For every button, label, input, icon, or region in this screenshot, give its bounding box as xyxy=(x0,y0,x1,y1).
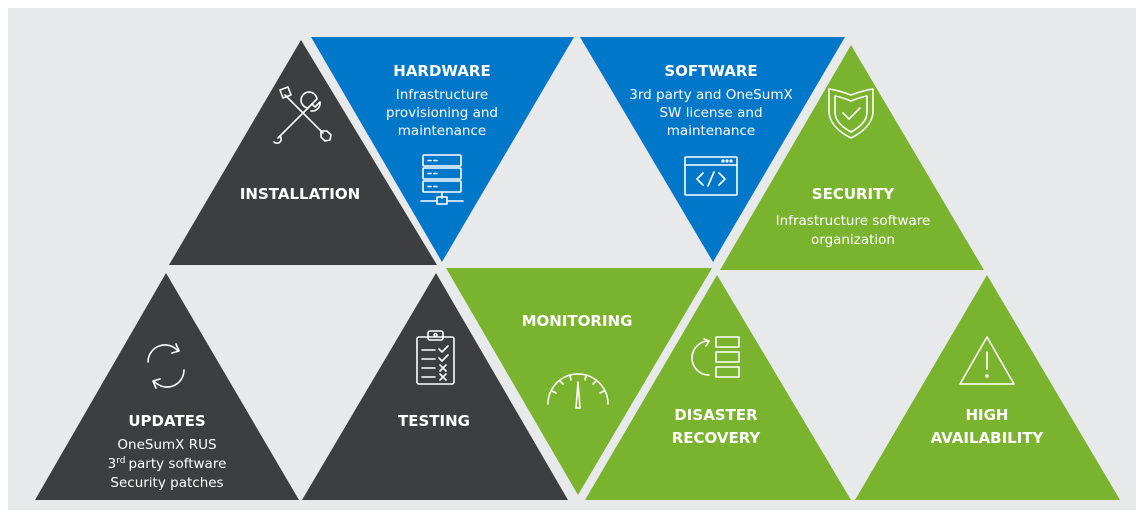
tile-high-availability xyxy=(855,275,1120,500)
updates-line-2-text: party software xyxy=(128,456,226,472)
installation-title: INSTALLATION xyxy=(240,185,360,203)
gauge-icon xyxy=(547,373,609,409)
software-title: SOFTWARE xyxy=(664,62,757,80)
security-title: SECURITY xyxy=(812,185,896,203)
disaster-recovery-title-1: DISASTER xyxy=(674,406,758,424)
hardware-line-1: Infrastructure xyxy=(396,87,488,103)
high-availability-title-1: HIGH xyxy=(965,406,1008,424)
disaster-recovery-title-2: RECOVERY xyxy=(672,429,762,447)
code-window-icon xyxy=(684,156,738,196)
warning-icon xyxy=(959,336,1015,385)
security-line-1: Infrastructure software xyxy=(776,213,931,229)
tile-monitoring xyxy=(446,268,712,495)
hardware-line-2: provisioning and xyxy=(386,105,498,121)
sync-icon xyxy=(147,343,185,389)
restore-list-icon xyxy=(691,336,740,378)
testing-title: TESTING xyxy=(398,412,470,430)
tile-software xyxy=(580,37,845,262)
shield-check-icon xyxy=(828,88,874,139)
updates-line-1: OneSumX RUS xyxy=(117,437,216,453)
tile-hardware xyxy=(311,37,574,262)
tile-security xyxy=(720,45,984,270)
hardware-title: HARDWARE xyxy=(393,62,490,80)
security-line-2: organization xyxy=(811,232,895,248)
updates-line-3: Security patches xyxy=(110,475,223,491)
monitoring-title: MONITORING xyxy=(522,312,633,330)
updates-superscript: rd xyxy=(116,456,125,466)
high-availability-title-2: AVAILABILITY xyxy=(931,429,1045,447)
hardware-line-3: maintenance xyxy=(398,123,486,139)
software-line-2: SW license and xyxy=(659,105,762,121)
tile-installation xyxy=(169,40,437,265)
checklist-icon xyxy=(416,330,455,385)
updates-title: UPDATES xyxy=(128,412,205,430)
software-line-1: 3rd party and OneSumX xyxy=(629,87,792,103)
updates-superscript-prefix: 3 xyxy=(108,456,117,472)
server-icon xyxy=(420,154,464,205)
tile-disaster-recovery xyxy=(585,275,851,500)
wrench-screwdriver-icon xyxy=(273,86,332,145)
tile-testing xyxy=(302,273,568,500)
software-line-3: maintenance xyxy=(667,123,755,139)
